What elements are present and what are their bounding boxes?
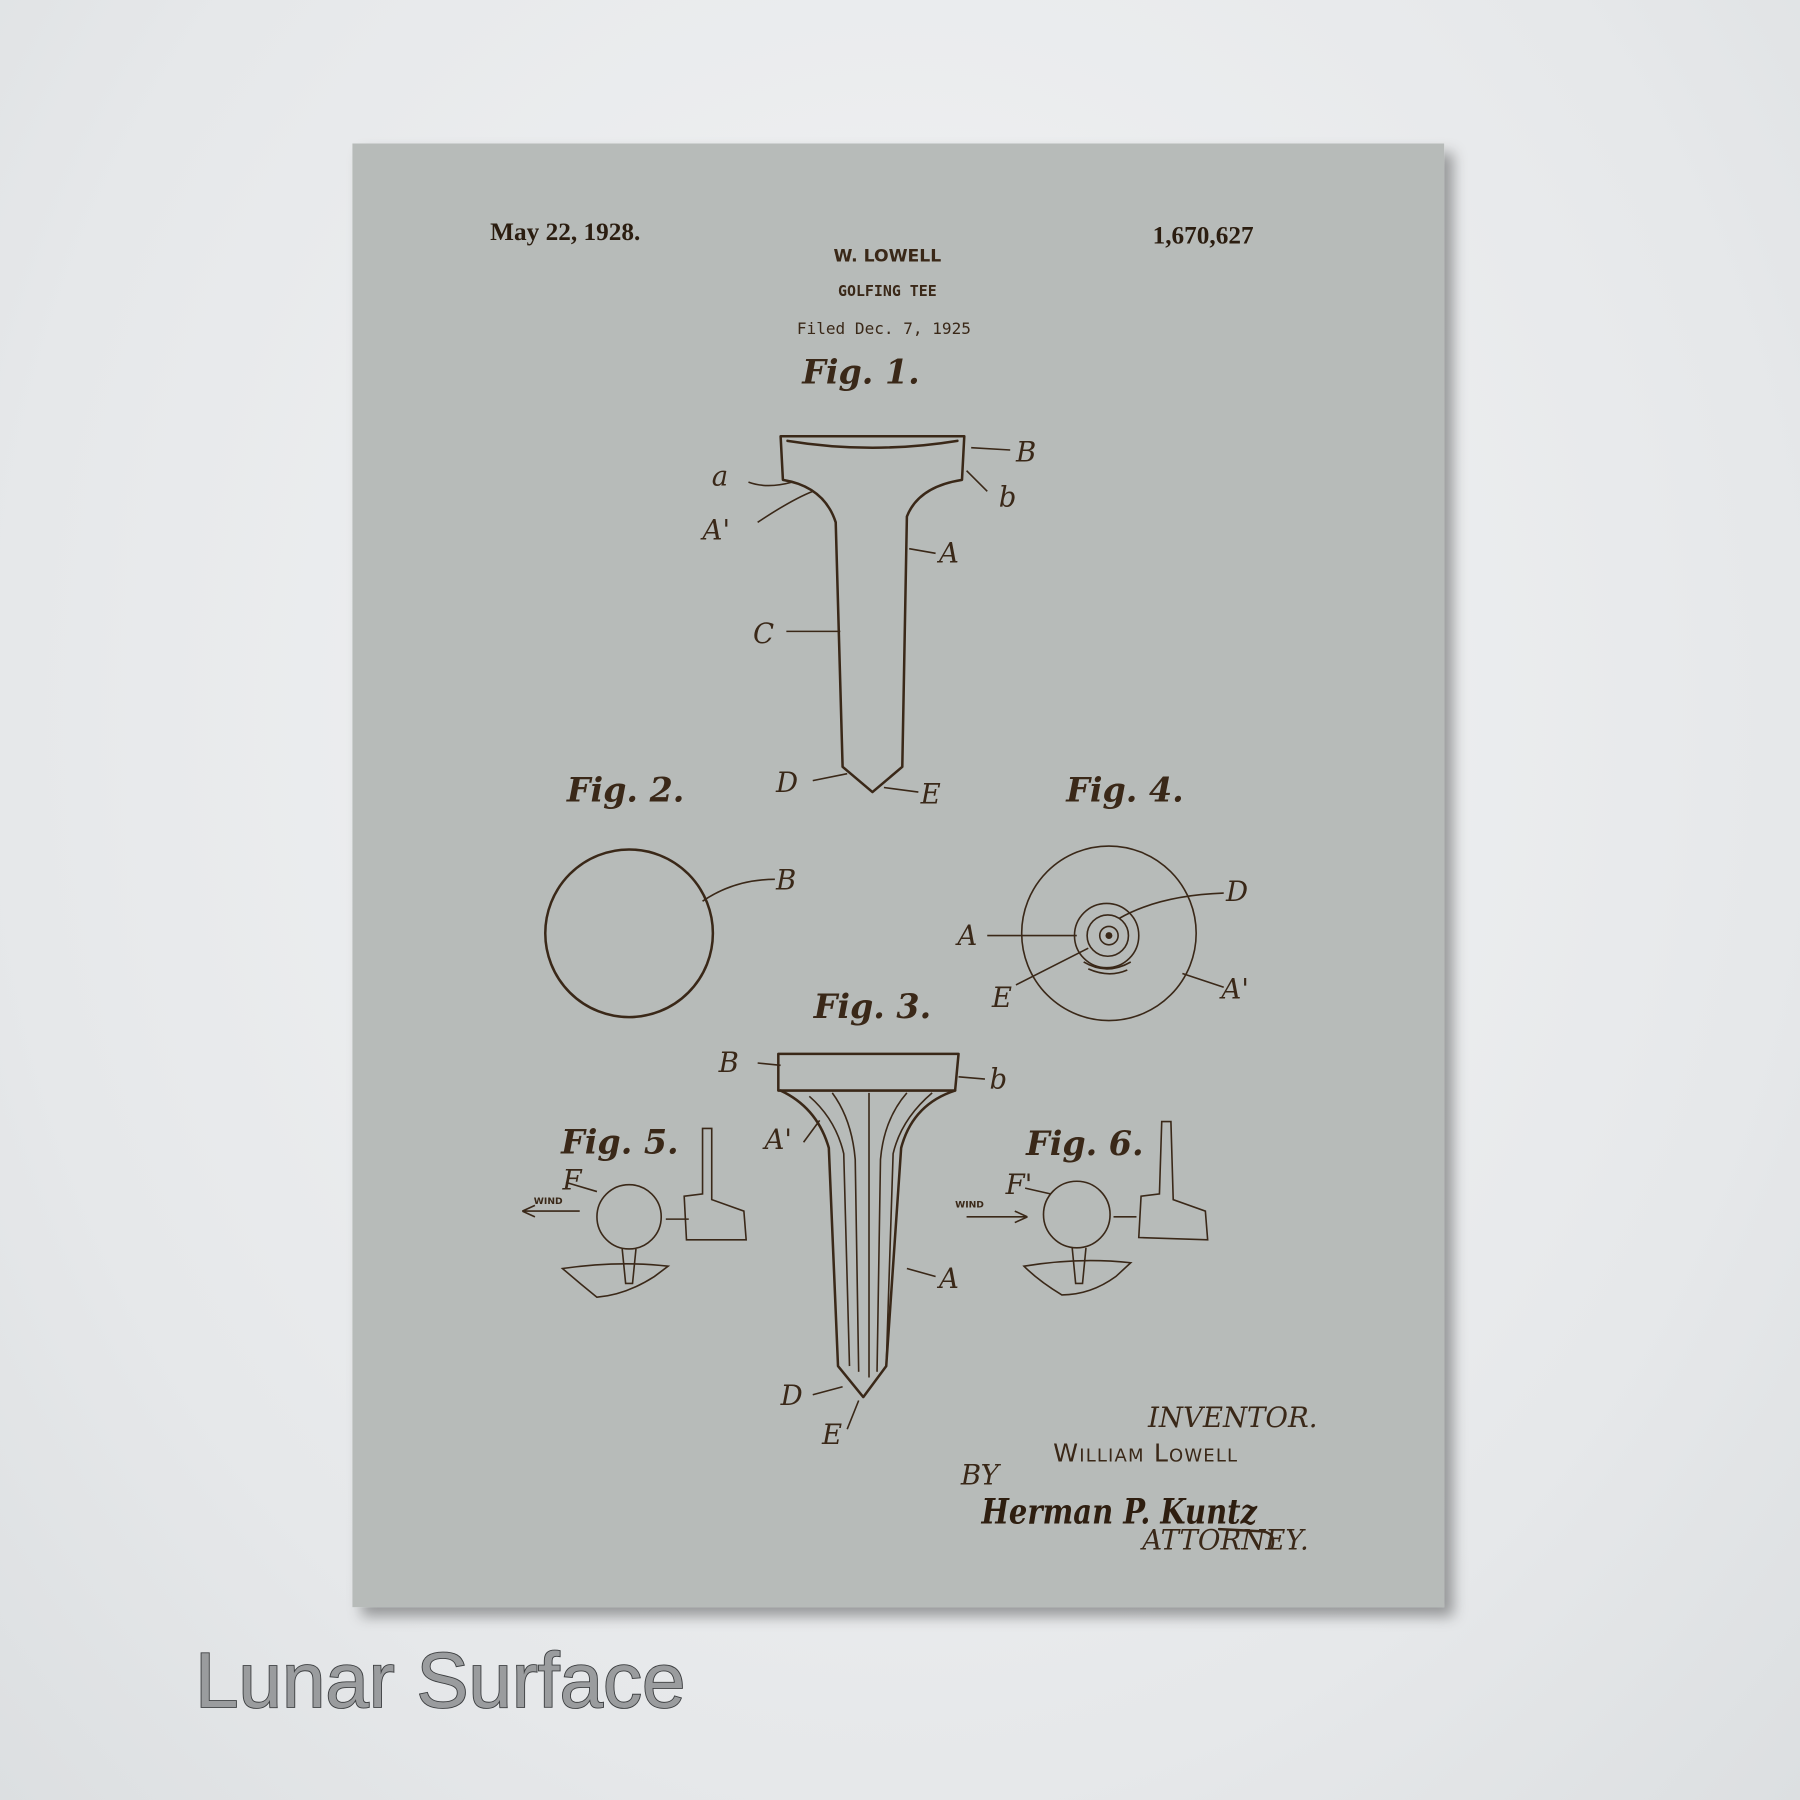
fig4-title: Fig. 4. — [1065, 770, 1183, 809]
fig3-label: D — [780, 1380, 803, 1412]
inventor-caption: INVENTOR. — [1147, 1402, 1318, 1434]
fig3-label: b — [990, 1063, 1008, 1095]
fig4-label: E — [991, 982, 1012, 1014]
fig4-tee-bottom-view — [987, 845, 1224, 1022]
filed-date: Filed Dec. 7, 1925 — [797, 319, 971, 338]
fig6-title: Fig. 6. — [1025, 1124, 1143, 1163]
fig1-label: a — [712, 461, 728, 493]
fig1-label: A — [936, 538, 959, 570]
fig6-wind-label: WIND — [955, 1200, 984, 1211]
attorney-caption: ATTORNEY. — [1139, 1525, 1309, 1557]
fig6-ball-on-tee — [966, 1120, 1209, 1296]
fig2-cup-top — [544, 848, 715, 1019]
signature-flourish — [1217, 1527, 1275, 1549]
fig3-tee-elevation — [757, 1052, 986, 1430]
fig5-ball-on-tee — [521, 1127, 748, 1299]
fig6-label: F' — [1005, 1169, 1033, 1201]
fig3-label: B — [718, 1047, 739, 1079]
fig1-label: E — [920, 779, 941, 811]
by-caption: BY — [960, 1459, 1002, 1491]
fig1-label: b — [999, 481, 1017, 513]
fig1-label: D — [775, 767, 798, 799]
inventor-name: William Lowell — [1053, 1438, 1238, 1467]
fig1-label: C — [753, 618, 774, 650]
fig3-label: E — [821, 1419, 842, 1451]
fig5-wind-label: WIND — [534, 1196, 563, 1207]
fig1-label: A' — [700, 515, 730, 547]
fig3-label: A' — [762, 1124, 792, 1156]
fig3-title: Fig. 3. — [813, 987, 931, 1026]
patent-date: May 22, 1928. — [490, 218, 640, 246]
fig3-label: A — [936, 1263, 959, 1295]
fig2-title: Fig. 2. — [566, 770, 684, 809]
fig1-label: B — [1015, 436, 1036, 468]
fig4-label: A' — [1218, 974, 1248, 1006]
fig1-tee-section — [748, 434, 1011, 794]
fig4-label: D — [1225, 876, 1248, 908]
poster-paper — [352, 143, 1445, 1608]
attorney-signature: Herman P. Kuntz — [981, 1492, 1259, 1532]
product-label: Lunar Surface — [195, 1636, 685, 1724]
patent-number: 1,670,627 — [1153, 221, 1254, 249]
patent-title: GOLFING TEE — [838, 282, 937, 300]
inventor-short: W. LOWELL — [834, 247, 942, 267]
fig2-label: B — [775, 865, 796, 897]
fig4-label: A — [954, 920, 977, 952]
fig5-label: F — [562, 1164, 583, 1196]
fig1-title: Fig. 1. — [801, 352, 919, 391]
fig5-title: Fig. 5. — [560, 1123, 678, 1162]
